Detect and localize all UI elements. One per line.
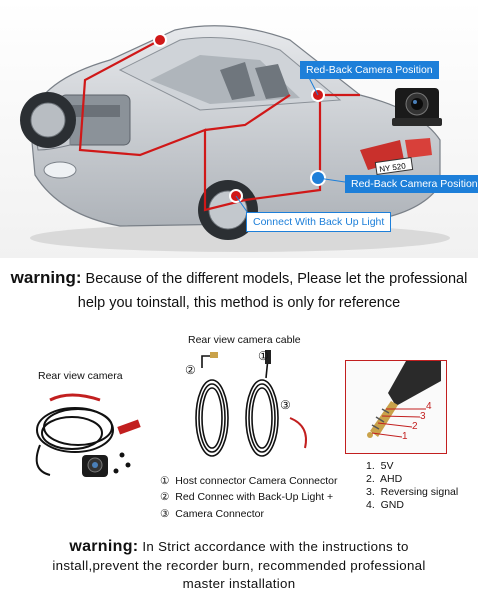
warning-bottom-line2: install,prevent the recorder burn, recom… xyxy=(52,558,426,573)
pin-text: AHD xyxy=(380,473,403,485)
camera-label: Rear view camera xyxy=(38,370,123,382)
plug-num-3: 3 xyxy=(420,411,426,422)
car-illustration: NY 520 Red-Back Camera Position Red-Back… xyxy=(0,0,478,258)
camera-position-label-top: Red-Back Camera Position xyxy=(300,61,439,79)
pin-item-3: 3. Reversing signal xyxy=(366,486,458,498)
plug-num-1: 1 xyxy=(402,431,408,442)
legend-item-2: ② Red Connec with Back-Up Light + xyxy=(160,491,333,503)
plug-closeup: 4 3 2 1 xyxy=(345,360,447,454)
legend-num: ③ xyxy=(160,508,170,520)
pin-num: 1. xyxy=(366,460,375,472)
plug-drawing xyxy=(367,361,441,438)
legend-item-3: ③ Camera Connector xyxy=(160,508,264,520)
warning-bottom-line1: warning: In Strict accordance with the i… xyxy=(0,538,478,556)
back-up-light-label: Connect With Back Up Light xyxy=(246,212,392,232)
warning-bottom-keyword: warning: xyxy=(69,538,139,555)
warning-bottom-text1: In Strict accordance with the instructio… xyxy=(142,539,409,554)
legend-text: Red Connec with Back-Up Light + xyxy=(175,491,334,503)
camera-position-label-bottom: Red-Back Camera Position xyxy=(345,175,478,193)
warning-top-line1: warning: Because of the different models… xyxy=(0,266,478,291)
pin-text: Reversing signal xyxy=(380,486,459,498)
camera-thumbnail xyxy=(392,88,442,126)
pin-item-4: 4. GND xyxy=(366,499,404,511)
warning-top-line2: help you toinstall, this method is only … xyxy=(77,295,401,311)
warning-top-keyword: warning: xyxy=(10,268,82,287)
rear-camera-photo xyxy=(35,393,141,477)
pin-item-2: 2. AHD xyxy=(366,473,402,485)
pin-item-1: 1. 5V xyxy=(366,460,393,472)
camera-cable-drawing xyxy=(195,350,307,457)
pin-text: GND xyxy=(380,499,404,511)
legend-item-1: ① Host connector Camera Connector xyxy=(160,475,338,487)
marker-3: ③ xyxy=(280,398,291,412)
marker-2: ② xyxy=(185,363,196,377)
warning-bottom-line3: master installation xyxy=(182,576,296,591)
cable-label: Rear view camera cable xyxy=(188,334,301,346)
pin-num: 4. xyxy=(366,499,375,511)
legend-num: ② xyxy=(160,491,170,503)
plug-num-2: 2 xyxy=(412,421,418,432)
pin-num: 3. xyxy=(366,486,375,498)
marker-1: ① xyxy=(258,349,269,363)
warning-top-text1: Because of the different models, Please … xyxy=(85,271,468,287)
plug-num-4: 4 xyxy=(426,401,432,412)
legend-text: Camera Connector xyxy=(175,508,264,520)
legend-text: Host connector Camera Connector xyxy=(175,475,338,487)
pin-num: 2. xyxy=(366,473,375,485)
car-drawing: NY 520 xyxy=(0,0,478,258)
legend-num: ① xyxy=(160,475,170,487)
pin-text: 5V xyxy=(380,460,394,472)
license-plate-text: NY 520 xyxy=(379,161,407,174)
